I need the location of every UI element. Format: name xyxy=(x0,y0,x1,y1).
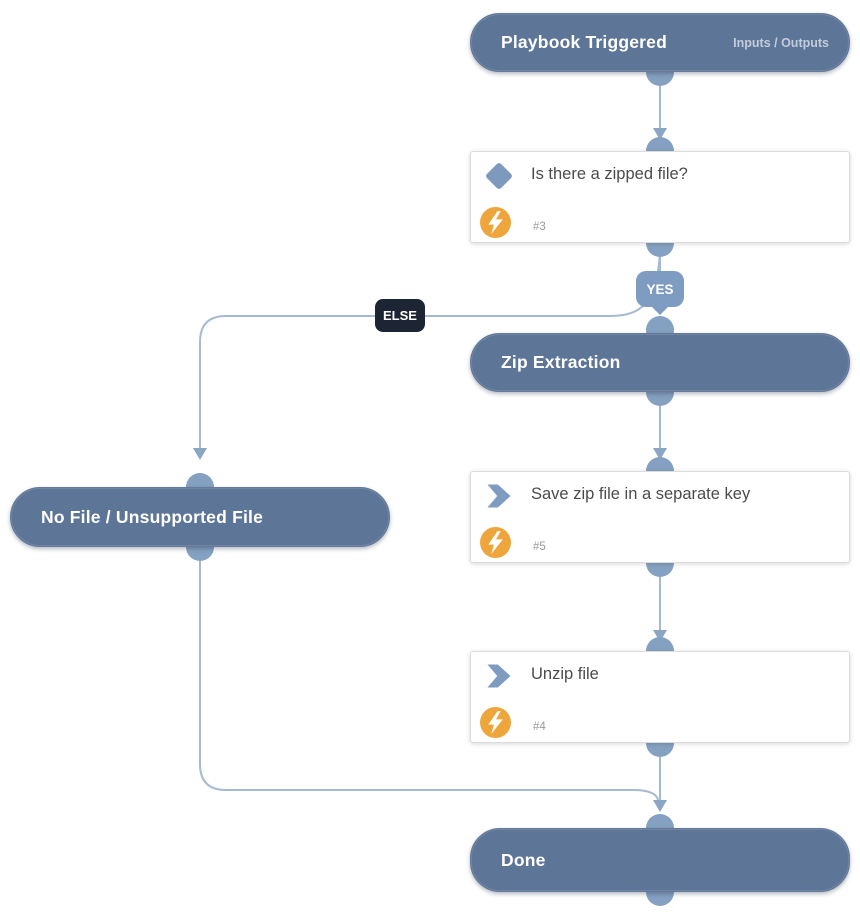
task-chevron-icon xyxy=(487,664,511,688)
node-save-zip-file[interactable]: Save zip file in a separate key #5 xyxy=(470,471,850,563)
yes-branch-label: YES xyxy=(636,271,684,307)
condition-diamond-icon xyxy=(486,163,512,189)
node-unzip-file[interactable]: Unzip file #4 xyxy=(470,651,850,743)
node-zip-extraction[interactable]: Zip Extraction xyxy=(470,333,850,392)
task-number: #4 xyxy=(533,721,546,733)
task-number: #5 xyxy=(533,541,546,553)
node-title: Unzip file xyxy=(531,665,599,683)
node-condition-is-there-a-zipped-file[interactable]: Is there a zipped file? #3 xyxy=(470,151,850,243)
node-done[interactable]: Done xyxy=(470,828,850,892)
node-no-file-unsupported-file[interactable]: No File / Unsupported File xyxy=(10,487,390,547)
inputs-outputs-link[interactable]: Inputs / Outputs xyxy=(733,35,829,50)
node-title: Is there a zipped file? xyxy=(531,165,688,183)
arrowhead-nofile xyxy=(193,448,207,460)
else-label-text: ELSE xyxy=(383,308,417,323)
automation-lightning-icon xyxy=(480,527,511,558)
automation-lightning-icon xyxy=(480,207,511,238)
node-title: No File / Unsupported File xyxy=(41,506,264,527)
automation-lightning-icon xyxy=(480,707,511,738)
else-branch-label: ELSE xyxy=(375,299,425,332)
node-title: Save zip file in a separate key xyxy=(531,485,751,503)
task-chevron-icon xyxy=(487,484,511,508)
arrowhead-save xyxy=(653,448,667,460)
node-playbook-triggered[interactable]: Playbook Triggered Inputs / Outputs xyxy=(470,13,850,72)
yes-label-text: YES xyxy=(646,281,674,297)
node-title: Zip Extraction xyxy=(501,352,621,372)
node-title: Playbook Triggered xyxy=(501,32,668,52)
arrowhead-condition xyxy=(653,128,667,140)
task-number: #3 xyxy=(533,221,546,233)
arrowhead-unzip xyxy=(653,630,667,642)
edge-nofile-to-done xyxy=(199,547,659,801)
arrowhead-done xyxy=(653,800,667,812)
node-title: Done xyxy=(501,849,546,870)
